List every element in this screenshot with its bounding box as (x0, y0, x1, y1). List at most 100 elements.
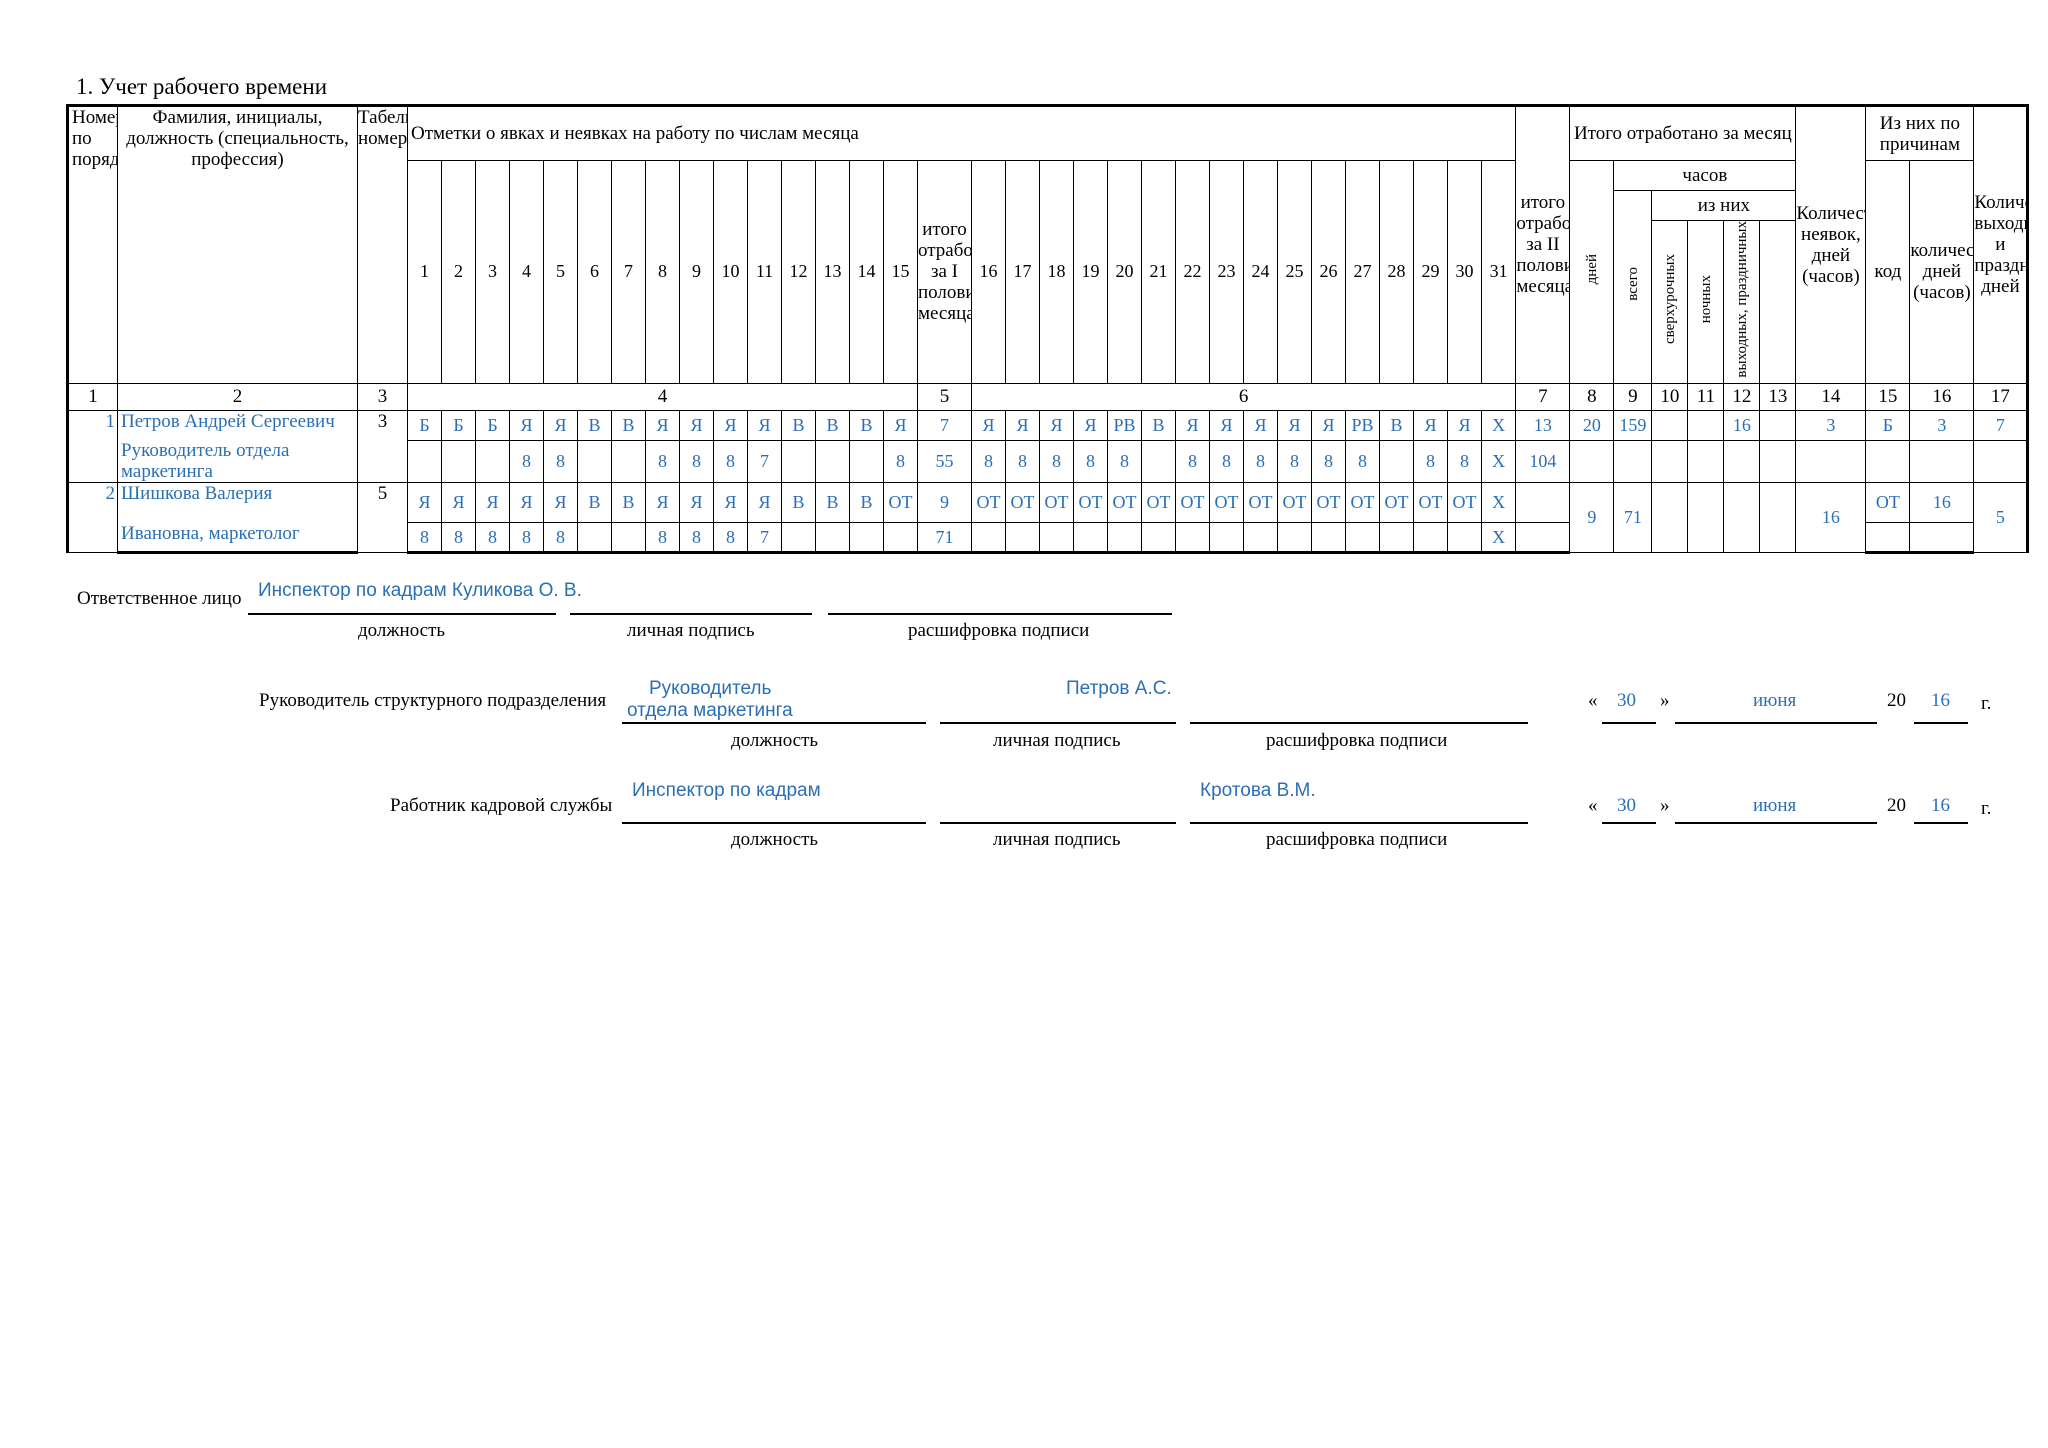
caption-position-3: должность (731, 829, 819, 850)
day-hours: 8 (645, 522, 680, 555)
day-code: Я (1447, 409, 1482, 441)
day-code: Я (1175, 409, 1210, 441)
day-code: ОТ (1175, 482, 1210, 524)
day-hours (1073, 522, 1108, 555)
overtime-hours (1651, 482, 1689, 554)
day-header-23: 23 (1209, 160, 1244, 384)
header-total: Итого отработано за месяц (1569, 104, 1797, 161)
day-hours: Х (1480, 439, 1517, 484)
day-code: Я (1311, 409, 1346, 441)
day-hours: 8 (971, 439, 1006, 484)
date-year-2: 16 (1931, 795, 1950, 816)
half1-days: 7 (917, 409, 972, 441)
day-code: Я (407, 482, 442, 524)
day-code: ОТ (1379, 482, 1414, 524)
date-day-line-1 (1602, 722, 1656, 724)
day-code: Я (713, 482, 748, 524)
day-code: Я (509, 409, 544, 441)
day-hours (577, 522, 612, 555)
header-overtime-text: сверхурочных (1661, 254, 1678, 345)
day-code: Х (1480, 409, 1517, 441)
header-marks: Отметки о явках и неявках на работу по ч… (406, 104, 1517, 161)
blank-cell (1909, 439, 1975, 484)
day-hours (883, 522, 918, 555)
day-header-4: 4 (509, 160, 544, 384)
day-code: ОТ (1277, 482, 1312, 524)
day-code: Я (1243, 409, 1278, 441)
day-hours (1379, 522, 1414, 555)
day-header-12: 12 (781, 160, 816, 384)
header-weekend-count: Количество выходных и праздничных дней (1973, 104, 2030, 384)
header-code: код (1865, 160, 1911, 384)
colnum-17: 17 (1973, 382, 2030, 411)
day-hours (1345, 522, 1380, 555)
day-hours: 8 (543, 522, 578, 555)
day-header-3: 3 (475, 160, 510, 384)
day-hours (1243, 522, 1278, 555)
day-hours: 8 (713, 439, 748, 484)
date-quote-close-2: » (1660, 795, 1670, 816)
row-number: 2 (66, 482, 118, 554)
half2-days: 13 (1515, 409, 1571, 441)
half2-hours (1515, 522, 1571, 555)
date-quote-open-1: « (1588, 690, 1598, 711)
day-hours: 8 (1175, 439, 1210, 484)
day-header-9: 9 (679, 160, 714, 384)
hr-name-value: Кротова В.М. (1200, 780, 1316, 801)
day-code: Я (747, 409, 782, 441)
head-position-value-1: Руководитель (649, 678, 772, 699)
day-code: Я (747, 482, 782, 524)
head-position-value-2: отдела маркетинга (627, 700, 793, 721)
day-hours (1107, 522, 1142, 555)
day-code: ОТ (971, 482, 1006, 524)
header-absence: Количество неявок, дней (часов) (1795, 104, 1867, 384)
date-quote-close-1: » (1660, 690, 1670, 711)
date-day-line-2 (1602, 822, 1656, 824)
day-header-2: 2 (441, 160, 476, 384)
responsible-position-value: Инспектор по кадрам Куликова О. В. (258, 580, 582, 601)
header-half2: итого отработано за II половину месяца (1515, 104, 1571, 384)
day-hours (815, 522, 850, 555)
colnum-13: 13 (1759, 382, 1797, 411)
day-header-25: 25 (1277, 160, 1312, 384)
header-reasons: Из них по причинам (1865, 104, 1975, 161)
date-month-1: июня (1753, 690, 1797, 711)
blank-cell (1613, 439, 1653, 484)
day-code: Б (441, 409, 476, 441)
header-fio: Фамилия, инициалы, должность (специально… (117, 104, 358, 384)
colnum-11: 11 (1687, 382, 1725, 411)
day-code: В (849, 409, 884, 441)
header-half1: итого отработано за I половину месяца (917, 160, 972, 384)
total-days: 9 (1569, 482, 1615, 554)
day-hours: 8 (1311, 439, 1346, 484)
day-hours (815, 439, 850, 484)
weekend-count: 7 (1973, 409, 2030, 441)
colnum-16: 16 (1909, 382, 1975, 411)
hr-label: Работник кадровой службы (390, 795, 613, 816)
day-header-19: 19 (1073, 160, 1108, 384)
day-header-1: 1 (407, 160, 442, 384)
day-hours: 8 (883, 439, 918, 484)
day-code: ОТ (1039, 482, 1074, 524)
header-holidays-text: выходных, праздничных (1733, 221, 1750, 378)
day-hours (1413, 522, 1448, 555)
day-header-10: 10 (713, 160, 748, 384)
absence-count: 16 (1795, 482, 1867, 554)
day-hours (1175, 522, 1210, 555)
timesheet-table: Номер по порядкуФамилия, инициалы, должн… (66, 104, 2030, 555)
day-code: Я (1073, 409, 1108, 441)
day-hours: 8 (441, 522, 476, 555)
responsible-decode-line (828, 613, 1172, 615)
day-code: В (577, 482, 612, 524)
night-hours (1687, 482, 1725, 554)
day-hours (611, 522, 646, 555)
day-header-22: 22 (1175, 160, 1210, 384)
caption-sign-3: личная подпись (993, 829, 1121, 850)
day-hours (407, 439, 442, 484)
day-code: ОТ (1141, 482, 1176, 524)
head-decode-line (1190, 722, 1528, 724)
day-hours: 8 (543, 439, 578, 484)
day-code: В (781, 409, 816, 441)
header-holidays: выходных, праздничных (1723, 220, 1761, 384)
day-code: В (611, 482, 646, 524)
